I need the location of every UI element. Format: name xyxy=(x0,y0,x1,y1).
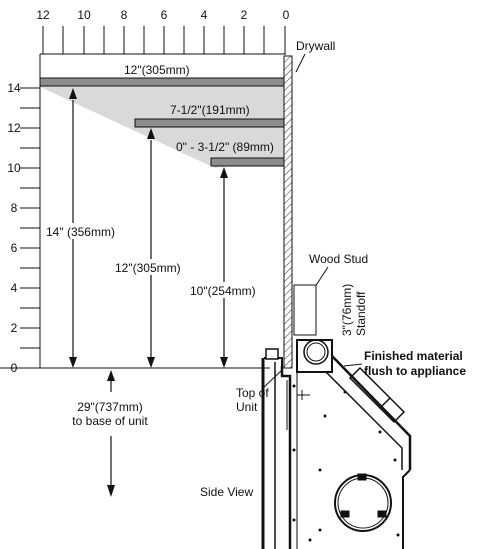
finished-material-leader xyxy=(343,363,363,367)
mantel-shelf-7-5in xyxy=(134,118,285,128)
dim-14-label: 14" (356mm) xyxy=(46,225,115,239)
dim-14-arrow-down xyxy=(69,357,77,368)
drywall-label: Drywall xyxy=(296,39,335,53)
shelf-mid-label: 7-1/2"(191mm) xyxy=(170,103,250,117)
dim-14-label-bg xyxy=(44,223,126,239)
left-tick-4: 4 xyxy=(11,281,18,295)
appliance-rivets xyxy=(292,384,400,542)
dim-12-arrow-up xyxy=(147,128,155,139)
shelf-low-label: 0" - 3-1/2" (89mm) xyxy=(176,140,274,154)
top-tick-6: 6 xyxy=(161,8,168,22)
shelf-top-label: 12"(305mm) xyxy=(124,63,190,77)
dim-10-label-bg xyxy=(188,282,266,298)
standoff-label-line1: 3"(76mm) xyxy=(340,284,354,336)
top-tick-2: 2 xyxy=(241,8,248,22)
dim-12-arrow-down xyxy=(147,357,155,368)
top-tick-0: 0 xyxy=(283,8,290,22)
left-tick-10: 10 xyxy=(7,161,21,175)
standoff-label-line2: Standoff xyxy=(354,291,368,336)
left-tick-6: 6 xyxy=(11,241,18,255)
left-ruler-ticks xyxy=(20,87,40,349)
top-of-unit-leader xyxy=(261,370,282,390)
top-tick-4: 4 xyxy=(201,8,208,22)
drywall-leader xyxy=(295,53,306,73)
side-view-label: Side View xyxy=(200,485,253,499)
dim-10-arrow-down xyxy=(220,357,228,368)
drywall xyxy=(283,55,293,369)
top-of-unit-line1: Top of xyxy=(236,386,269,400)
left-tick-12: 12 xyxy=(7,121,21,135)
left-tick-8: 8 xyxy=(11,201,18,215)
mantel-shelf-12in xyxy=(39,77,285,87)
dim-10-label: 10"(254mm) xyxy=(190,284,256,298)
top-of-unit-line2: Unit xyxy=(236,400,258,414)
finished-material-line2: flush to appliance xyxy=(364,364,466,378)
unit-top-cap xyxy=(265,348,279,360)
dim-14-arrow-up xyxy=(69,88,77,99)
top-tick-12: 12 xyxy=(36,8,50,22)
mantel-shelf-3-5in xyxy=(210,157,285,167)
dim-12-label-bg xyxy=(113,259,189,275)
top-ruler-ticks xyxy=(42,26,286,54)
dim-10-arrow-up xyxy=(220,167,228,178)
dim-12-label: 12"(305mm) xyxy=(115,261,181,275)
left-tick-14: 14 xyxy=(7,81,21,95)
base-label-line1: 29"(737mm) xyxy=(77,400,143,414)
wood-stud-label: Wood Stud xyxy=(309,252,368,266)
top-tick-8: 8 xyxy=(121,8,128,22)
finished-material-line1: Finished material xyxy=(364,349,463,363)
top-tick-10: 10 xyxy=(77,8,91,22)
base-label-line2: to base of unit xyxy=(72,414,148,428)
appliance-side-view xyxy=(261,339,412,549)
left-tick-2: 2 xyxy=(11,321,18,335)
left-tick-0: 0 xyxy=(11,361,18,375)
wood-stud xyxy=(293,284,317,336)
base-arrow-down xyxy=(107,485,115,497)
base-arrow-up xyxy=(107,370,115,381)
